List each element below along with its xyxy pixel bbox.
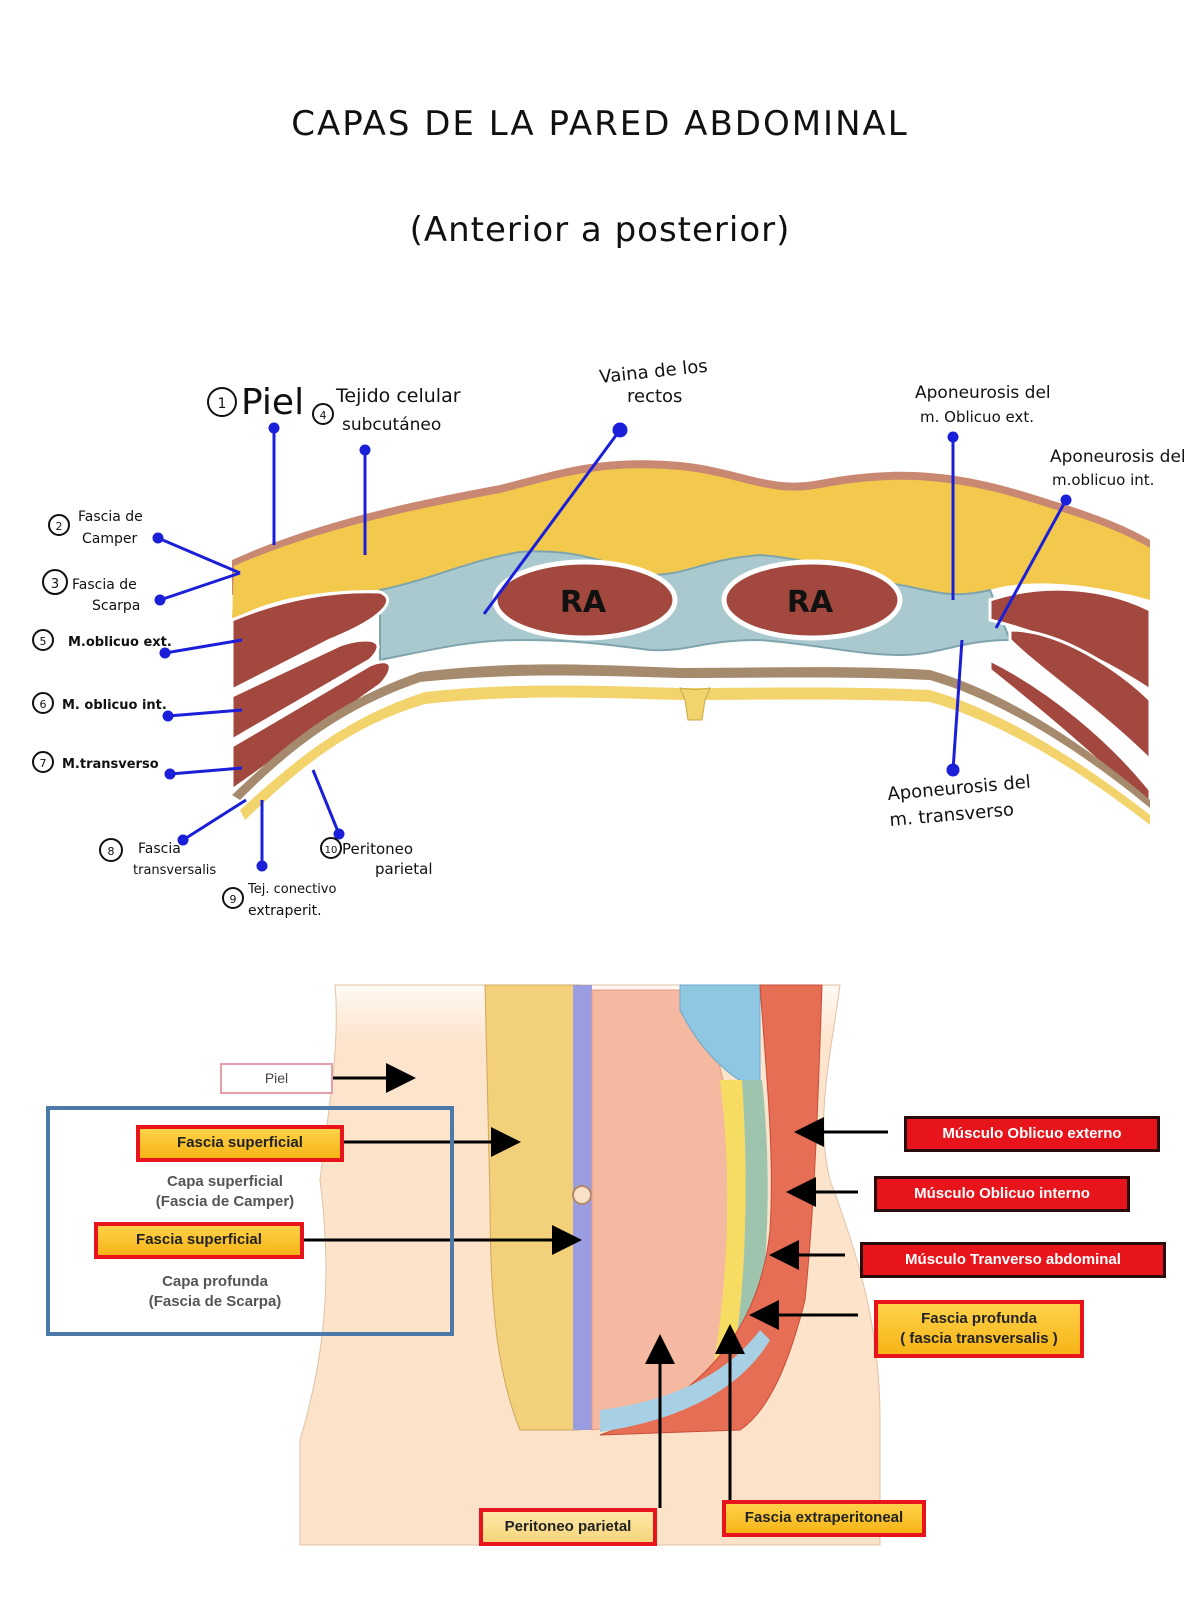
svg-text:Aponeurosis del: Aponeurosis del xyxy=(915,383,1051,403)
number-circle-icon xyxy=(320,837,342,859)
svg-text:Vaina de los: Vaina de los xyxy=(598,356,708,388)
transverse-left xyxy=(230,660,392,793)
ra-label-left: RA xyxy=(560,585,607,620)
svg-text:M.oblicuo ext.: M.oblicuo ext. xyxy=(68,635,172,650)
label-peritoneo-parietal: Peritoneo parietal xyxy=(479,1508,657,1546)
svg-text:m. transverso: m. transverso xyxy=(889,799,1015,831)
umbilicus xyxy=(572,1185,592,1205)
rectus-abdominis-right xyxy=(721,559,903,641)
label-oblicuo-int: 6 M. oblicuo int. xyxy=(32,692,167,714)
label-tejido-celular: 4 Tejido celular subcutáneo xyxy=(312,385,461,435)
number-circle-icon xyxy=(42,569,68,595)
svg-text:Tejido celular: Tejido celular xyxy=(335,385,461,407)
svg-text:M.transverso: M.transverso xyxy=(62,757,159,772)
svg-text:Fascia: Fascia xyxy=(138,841,181,857)
linea-alba xyxy=(573,985,592,1430)
svg-text:2: 2 xyxy=(56,520,63,533)
label-peritoneo: 10 Peritoneo parietal xyxy=(320,837,433,878)
number-circle-icon xyxy=(222,887,244,909)
label-fascia-transversalis: 8 Fascia transversalis xyxy=(99,838,216,878)
pointer-lines xyxy=(152,422,1072,872)
label-fascia-camper: 2 Fascia de Camper xyxy=(48,509,143,547)
subcutaneous-fat xyxy=(484,984,581,1431)
label-fascia-extraperitoneal: Fascia extraperitoneal xyxy=(722,1500,926,1537)
svg-text:Peritoneo: Peritoneo xyxy=(342,840,413,858)
label-aponeurosis-ext: Aponeurosis del m. Oblicuo ext. xyxy=(915,383,1051,426)
svg-text:M. oblicuo int.: M. oblicuo int. xyxy=(62,698,167,713)
label-vaina-rectos: Vaina de los rectos xyxy=(598,356,708,407)
extraperitoneal-fat xyxy=(705,1080,746,1410)
ribs xyxy=(679,984,761,1091)
svg-text:4: 4 xyxy=(320,409,327,422)
abdominal-muscles xyxy=(599,984,823,1436)
label-tejido-conectivo: 9 Tej. conectivo extraperit. xyxy=(222,882,336,919)
label-piel: Piel xyxy=(220,1063,333,1094)
label-musculo-oblicuo-externo: Músculo Oblicuo externo xyxy=(904,1116,1160,1152)
svg-text:transversalis: transversalis xyxy=(133,863,216,878)
svg-text:extraperit.: extraperit. xyxy=(248,903,322,919)
svg-text:6: 6 xyxy=(40,698,47,711)
label-fascia-profunda: Fascia profunda ( fascia transversalis ) xyxy=(874,1300,1084,1358)
oblique-ext-left xyxy=(230,590,390,693)
inguinal-region xyxy=(600,1330,770,1432)
svg-text:7: 7 xyxy=(40,757,47,770)
svg-text:Camper: Camper xyxy=(82,531,137,547)
svg-text:Piel: Piel xyxy=(241,382,304,423)
label-musculo-oblicuo-interno: Músculo Oblicuo interno xyxy=(874,1176,1130,1212)
oblique-int-left xyxy=(230,638,380,743)
svg-text:Scarpa: Scarpa xyxy=(92,598,140,614)
label-transverso: 7 M.transverso xyxy=(32,751,159,773)
svg-text:10: 10 xyxy=(325,845,338,856)
fat-layer xyxy=(232,468,1150,620)
svg-text:m.oblicuo int.: m.oblicuo int. xyxy=(1052,471,1154,489)
label-fascia-scarpa: 3 Fascia de Scarpa xyxy=(42,569,140,614)
transversalis-fascia xyxy=(725,1080,768,1410)
superficial-fascia-group xyxy=(46,1106,454,1336)
number-circle-icon xyxy=(312,403,334,425)
label-piel: 1 Piel xyxy=(207,382,304,423)
svg-text:subcutáneo: subcutáneo xyxy=(342,415,441,435)
svg-text:parietal: parietal xyxy=(375,860,433,878)
label-aponeurosis-transverso: Aponeurosis del m. transverso xyxy=(887,772,1032,831)
svg-text:rectos: rectos xyxy=(627,386,682,407)
intestines xyxy=(591,989,746,1431)
number-circle-icon xyxy=(207,387,237,417)
svg-text:Fascia de: Fascia de xyxy=(78,509,143,525)
svg-text:8: 8 xyxy=(108,845,115,858)
number-circle-icon xyxy=(48,514,70,536)
svg-text:5: 5 xyxy=(40,635,47,648)
label-musculo-transverso: Músculo Tranverso abdominal xyxy=(860,1242,1166,1278)
page-subtitle: (Anterior a posterior) xyxy=(409,210,791,250)
svg-text:m. Oblicuo ext.: m. Oblicuo ext. xyxy=(920,408,1034,426)
number-circle-icon xyxy=(32,751,54,773)
label-fascia-superficial-2: Fascia superficial xyxy=(94,1222,304,1259)
transverse-right xyxy=(988,657,1152,814)
label-capa-superficial: Capa superficial (Fascia de Camper) xyxy=(155,1172,295,1210)
svg-text:3: 3 xyxy=(51,577,59,592)
svg-text:Tej. conectivo: Tej. conectivo xyxy=(247,882,336,897)
oblique-int-right xyxy=(1008,628,1152,764)
number-circle-icon xyxy=(32,629,54,651)
label-capa-profunda: Capa profunda (Fascia de Scarpa) xyxy=(148,1272,282,1310)
label-fascia-superficial-1: Fascia superficial xyxy=(136,1125,344,1162)
number-circle-icon xyxy=(32,692,54,714)
svg-text:Fascia de: Fascia de xyxy=(72,577,137,593)
svg-text:Aponeurosis del: Aponeurosis del xyxy=(1050,447,1186,467)
svg-text:9: 9 xyxy=(230,893,237,906)
falciform-ligament xyxy=(679,687,711,721)
label-oblicuo-ext: 5 M.oblicuo ext. xyxy=(32,629,172,651)
label-aponeurosis-int: Aponeurosis del m.oblicuo int. xyxy=(1050,447,1186,489)
number-circle-icon xyxy=(99,838,123,862)
cross-section-diagram: RA RA 1 Piel 4 Tejido celular subcutáne xyxy=(32,356,1186,919)
svg-text:1: 1 xyxy=(218,396,227,412)
page-title: CAPAS DE LA PARED ABDOMINAL xyxy=(291,104,909,144)
ra-label-right: RA xyxy=(787,585,834,620)
